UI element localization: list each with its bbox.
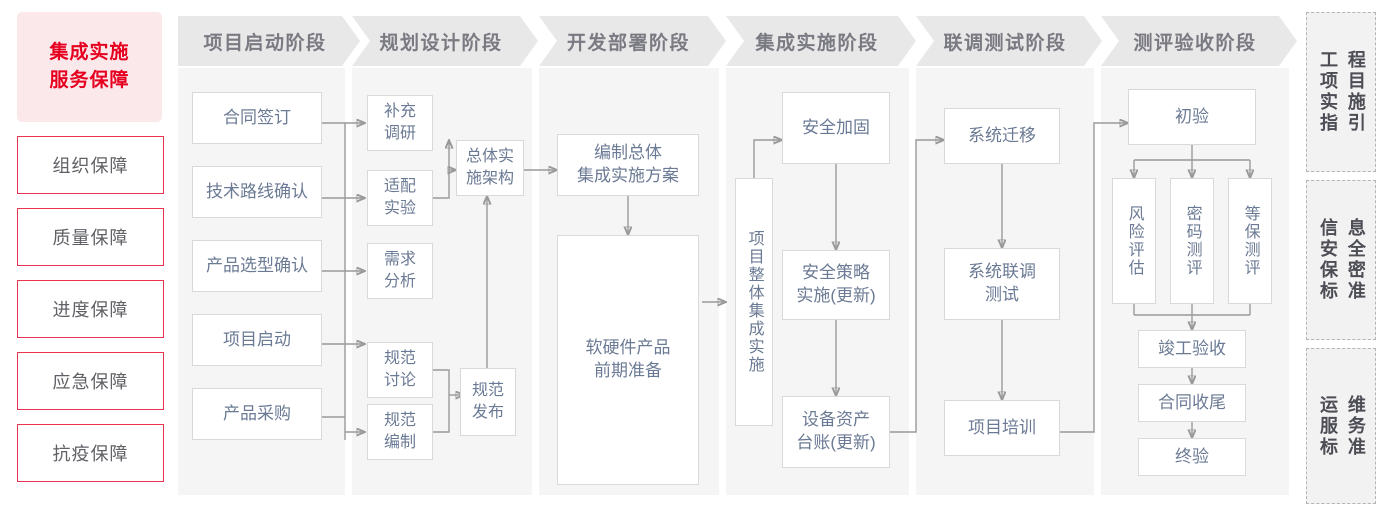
node-security-policy-implementation-line1: 安全策略 (801, 263, 870, 283)
sidebar: 集成实施 服务保障 组织保障 质量保障 进度保障 应急保障 抗疫保障 (17, 12, 164, 504)
sidebar-item-schedule[interactable]: 进度保障 (17, 280, 164, 338)
sidebar-item-organization[interactable]: 组织保障 (17, 136, 164, 194)
guideline-engineering-col1: 程目施引 (1345, 50, 1366, 134)
node-classified-protection-evaluation[interactable]: 等保测评 (1228, 178, 1272, 304)
node-equipment-asset-ledger[interactable]: 设备资产 台账(更新) (782, 396, 890, 468)
node-contract-signing[interactable]: 合同签订 (192, 92, 322, 144)
node-tech-route-confirm[interactable]: 技术路线确认 (192, 166, 322, 218)
node-security-hardening[interactable]: 安全加固 (782, 92, 890, 164)
guideline-panel-operations[interactable]: 维务准 运服标 (1306, 348, 1376, 504)
node-standard-drafting-line1: 规范 (383, 412, 416, 430)
node-system-joint-debug-test-line2: 测试 (985, 285, 1019, 304)
node-equipment-asset-ledger-line2: 台账(更新) (796, 433, 876, 452)
node-supplementary-research-line1: 补充 (383, 103, 416, 121)
phase-header-6[interactable]: 测评验收阶段 (1101, 16, 1297, 66)
node-project-overall-integration[interactable]: 项目整体集成实施 (735, 178, 773, 426)
node-standard-discussion-line2: 讨论 (383, 372, 416, 389)
phase-header-4[interactable]: 集成实施阶段 (726, 16, 916, 66)
node-standard-release[interactable]: 规范 发布 (460, 368, 516, 436)
node-supplementary-research-line2: 调研 (383, 125, 416, 142)
node-overall-implementation-architecture-line1: 总体实 (465, 148, 514, 166)
phase-header-6-label: 测评验收阶段 (1133, 32, 1257, 54)
sidebar-item-quality[interactable]: 质量保障 (17, 208, 164, 266)
node-standard-discussion[interactable]: 规范 讨论 (367, 342, 433, 398)
node-overall-integration-plan-line2: 集成实施方案 (577, 166, 679, 185)
node-supplementary-research[interactable]: 补充 调研 (367, 95, 433, 151)
node-system-migration[interactable]: 系统迁移 (944, 108, 1060, 164)
sidebar-item-epidemic[interactable]: 抗疫保障 (17, 424, 164, 482)
guideline-panel-engineering[interactable]: 程目施引 工项实指 (1306, 12, 1376, 172)
node-standard-drafting-line2: 编制 (383, 434, 416, 451)
node-overall-implementation-architecture-line2: 施架构 (465, 170, 514, 187)
node-adaptation-experiment[interactable]: 适配 实验 (367, 170, 433, 226)
phase-header-1[interactable]: 项目启动阶段 (178, 16, 360, 66)
node-requirement-analysis-line2: 分析 (383, 273, 416, 290)
phase-header-2[interactable]: 规划设计阶段 (352, 16, 538, 66)
guideline-engineering-col2: 工项实指 (1318, 50, 1338, 134)
node-hardware-software-preparation-line1: 软硬件产品 (585, 338, 671, 358)
node-completion-acceptance[interactable]: 竣工验收 (1138, 330, 1246, 368)
node-project-kickoff[interactable]: 项目启动 (192, 314, 322, 366)
node-hardware-software-preparation[interactable]: 软硬件产品 前期准备 (557, 235, 699, 485)
node-standard-discussion-line1: 规范 (383, 350, 416, 368)
sidebar-item-emergency[interactable]: 应急保障 (17, 352, 164, 410)
node-standard-release-line2: 发布 (471, 404, 504, 421)
node-requirement-analysis-line1: 需求 (383, 251, 416, 269)
guideline-panel-security[interactable]: 息全密准 信安保标 (1306, 180, 1376, 340)
node-standard-release-line1: 规范 (471, 382, 504, 400)
phase-header-3[interactable]: 开发部署阶段 (539, 16, 726, 66)
node-final-acceptance[interactable]: 终验 (1138, 438, 1246, 476)
node-security-policy-implementation-line2: 实施(更新) (796, 286, 876, 305)
phase-header-1-label: 项目启动阶段 (203, 32, 327, 54)
node-adaptation-experiment-line1: 适配 (383, 178, 416, 196)
guideline-security-col1: 息全密准 (1345, 218, 1366, 302)
node-system-joint-debug-test[interactable]: 系统联调 测试 (944, 248, 1060, 320)
sidebar-title: 集成实施 服务保障 (17, 12, 162, 122)
phase-header-2-label: 规划设计阶段 (379, 32, 503, 54)
guideline-operations-col1: 维务准 (1345, 394, 1366, 458)
sidebar-title-line1: 集成实施 (49, 42, 130, 64)
node-standard-drafting[interactable]: 规范 编制 (367, 404, 433, 460)
phase-header-4-label: 集成实施阶段 (755, 32, 879, 54)
guideline-operations-col2: 运服标 (1318, 394, 1338, 458)
node-requirement-analysis[interactable]: 需求 分析 (367, 243, 433, 299)
node-contract-closure[interactable]: 合同收尾 (1138, 384, 1246, 422)
phase-header-5-label: 联调测试阶段 (943, 32, 1067, 54)
node-hardware-software-preparation-line2: 前期准备 (594, 361, 662, 380)
node-overall-implementation-architecture[interactable]: 总体实 施架构 (456, 140, 524, 196)
node-product-procurement[interactable]: 产品采购 (192, 388, 322, 440)
node-equipment-asset-ledger-line1: 设备资产 (801, 410, 870, 430)
node-project-training[interactable]: 项目培训 (944, 400, 1060, 456)
node-preliminary-acceptance[interactable]: 初验 (1128, 89, 1256, 145)
node-product-selection-confirm[interactable]: 产品选型确认 (192, 240, 322, 292)
node-adaptation-experiment-line2: 实验 (383, 200, 416, 217)
node-risk-assessment[interactable]: 风险评估 (1112, 178, 1156, 304)
node-security-policy-implementation[interactable]: 安全策略 实施(更新) (782, 250, 890, 320)
sidebar-title-line2: 服务保障 (49, 70, 130, 91)
guideline-security-col2: 信安保标 (1318, 218, 1338, 302)
phase-header-5[interactable]: 联调测试阶段 (916, 16, 1102, 66)
node-overall-integration-plan-line1: 编制总体 (594, 143, 662, 163)
node-cryptography-evaluation[interactable]: 密码测评 (1170, 178, 1214, 304)
phase-header-3-label: 开发部署阶段 (566, 32, 690, 54)
node-system-joint-debug-test-line1: 系统联调 (968, 262, 1036, 282)
node-overall-integration-plan[interactable]: 编制总体 集成实施方案 (557, 134, 699, 196)
